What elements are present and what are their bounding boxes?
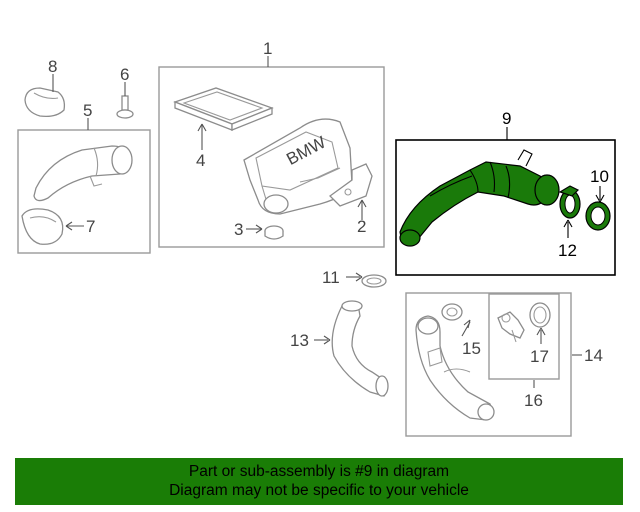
callout-14: 14 (584, 346, 603, 365)
part-5-intake-duct (33, 145, 133, 202)
banner-line-disclaimer: Diagram may not be specific to your vehi… (169, 482, 469, 499)
part-17-o-ring (529, 302, 551, 344)
callout-4: 4 (196, 151, 205, 170)
callout-2: 2 (357, 217, 366, 236)
box-assembly-16 (488, 293, 560, 380)
callout-3: 3 (234, 220, 243, 239)
part-14-duct (415, 315, 582, 421)
box-intake-duct-5 (17, 129, 151, 254)
part-6-screw (116, 82, 134, 119)
callout-16: 16 (524, 391, 543, 410)
part-13-hose (314, 300, 389, 397)
callout-7: 7 (86, 217, 95, 236)
callout-9: 9 (502, 109, 511, 128)
part-15-clamp (441, 303, 471, 337)
callout-1: 1 (263, 39, 272, 58)
part-2-bracket (329, 163, 373, 220)
callout-12: 12 (558, 241, 577, 260)
part-3-grommet (246, 224, 284, 240)
callout-11: 11 (322, 268, 340, 287)
callout-6: 6 (120, 65, 129, 84)
part-10-clamp (585, 186, 611, 231)
part-16-valve (497, 311, 525, 343)
part-4-air-filter (173, 87, 274, 150)
part-11-clamp (346, 272, 387, 288)
box-air-cleaner-assembly (158, 66, 385, 248)
part-12-clamp (558, 185, 581, 238)
box-assembly-14 (405, 292, 572, 437)
part-9-intake-pipe-highlighted (399, 149, 560, 247)
callout-17: 17 (530, 347, 549, 366)
part-7-seal (21, 208, 84, 245)
callout-8: 8 (48, 57, 57, 76)
callout-5: 5 (83, 101, 92, 120)
callout-10: 10 (590, 167, 609, 186)
callout-15: 15 (462, 339, 481, 358)
part-8-cap (24, 74, 66, 118)
callout-13: 13 (290, 331, 309, 350)
box-highlighted-part-9 (395, 139, 616, 276)
info-banner: Part or sub-assembly is #9 in diagram Di… (15, 458, 623, 505)
banner-line-part-info: Part or sub-assembly is #9 in diagram (188, 463, 450, 480)
